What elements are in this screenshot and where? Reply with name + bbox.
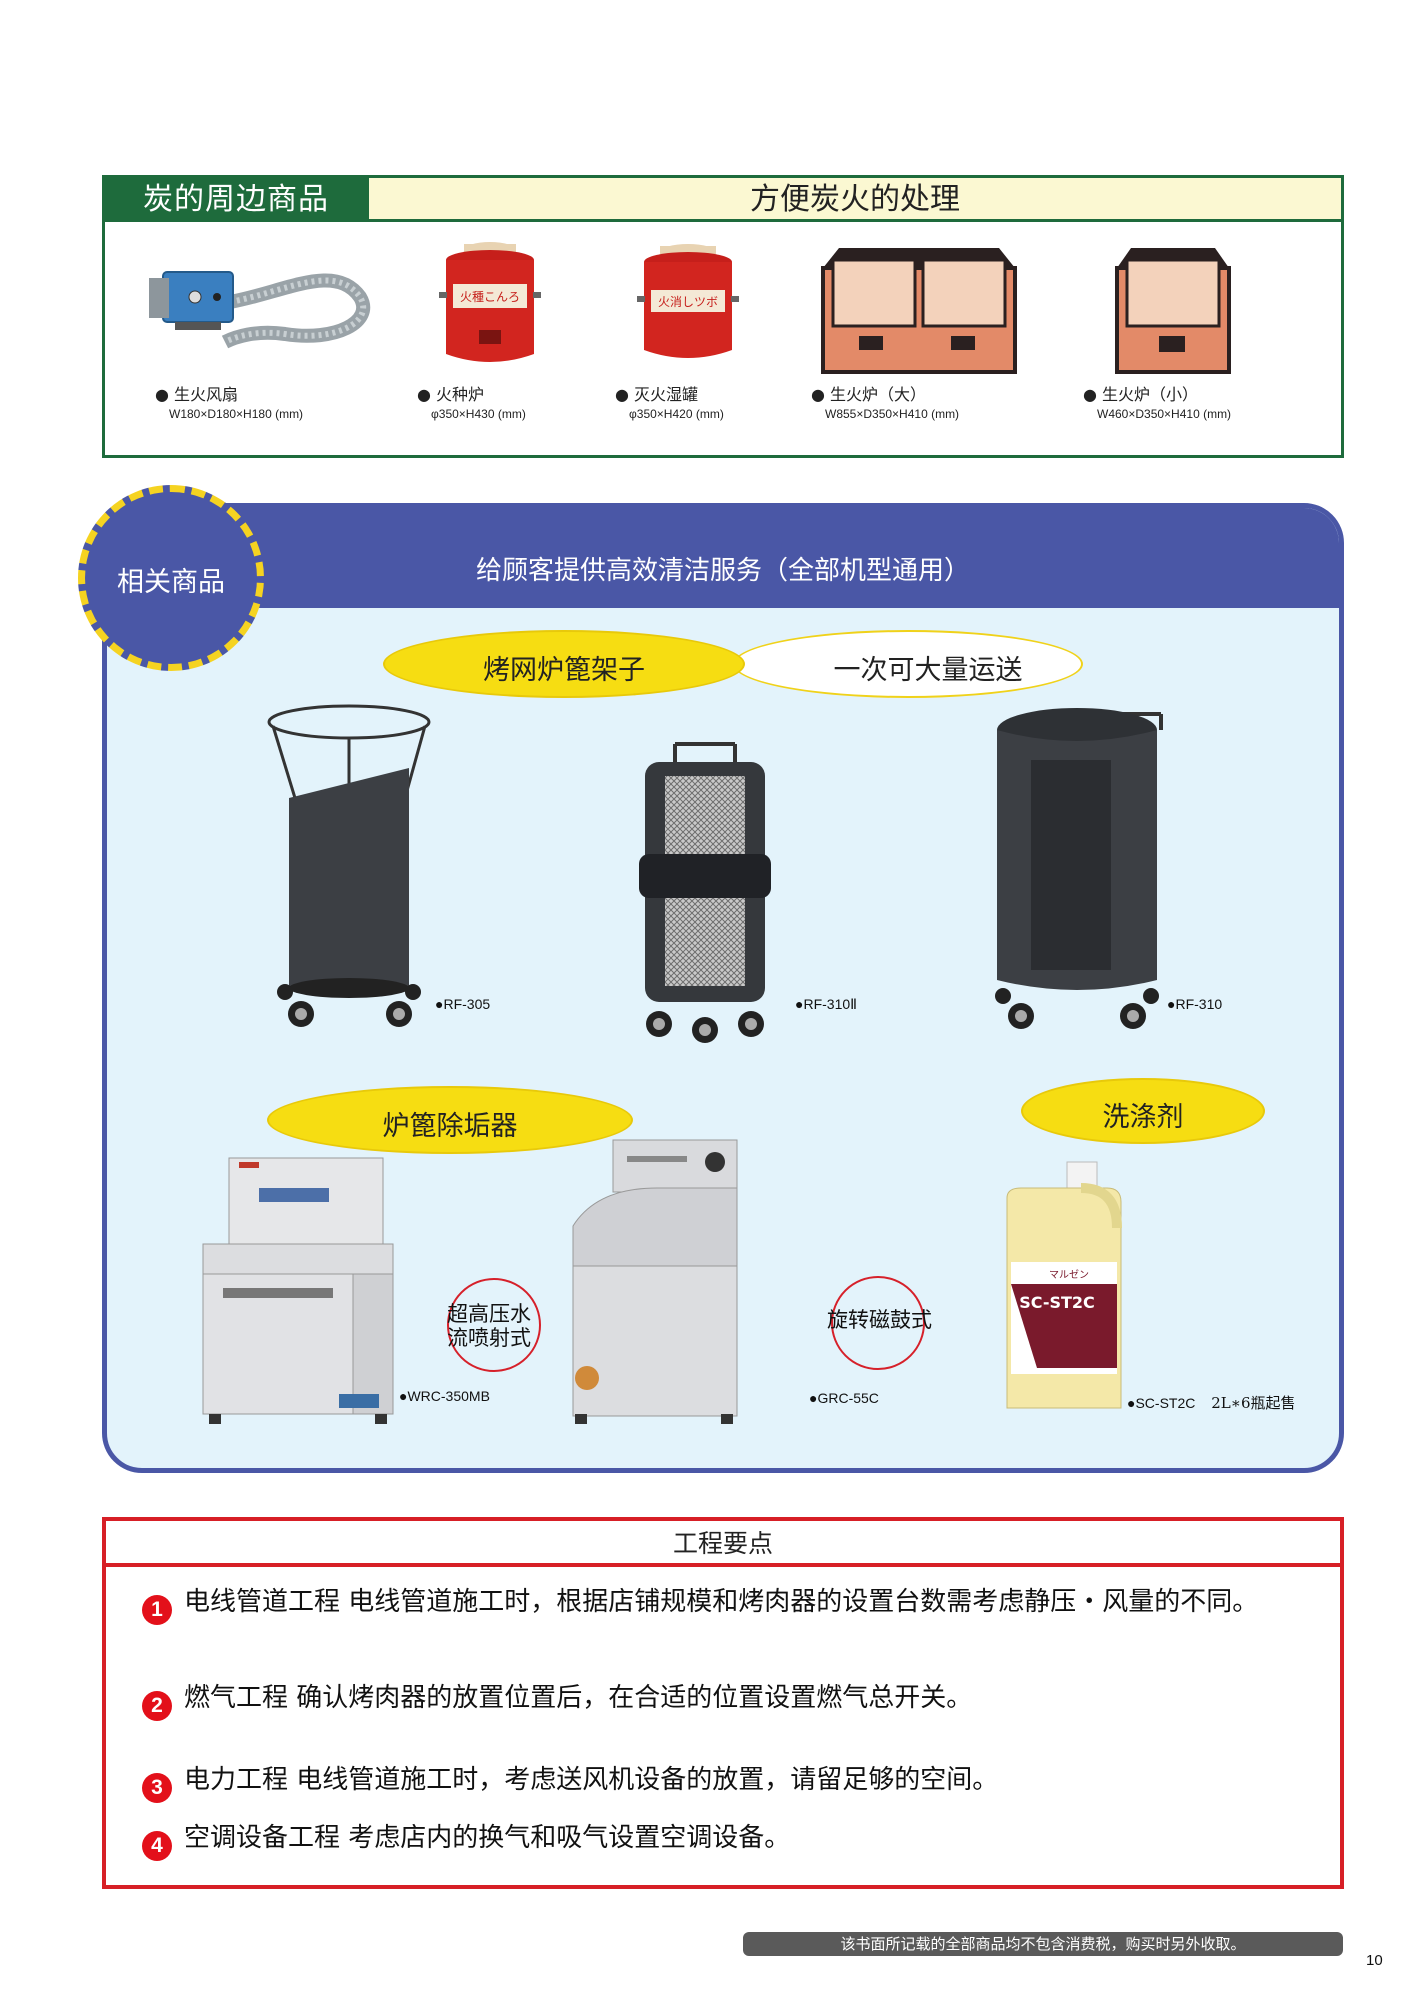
point-item: 4 空调设备工程 考虑店内的换气和吸气设置空调设备。 xyxy=(142,1823,1310,1861)
item-caption: ● 灭火湿罐 φ350×H420 (mm) xyxy=(615,385,724,422)
detergent-bottle-image: マルゼン SC-ST2C xyxy=(997,1158,1127,1422)
point-text: 空调设备工程 考虑店内的换气和吸气设置空调设备。 xyxy=(184,1823,791,1853)
rack-rf305-image xyxy=(259,698,439,1042)
rack-model-label: ●RF-305 xyxy=(435,996,491,1012)
item-caption: ● 生火风扇 W180×D180×H180 (mm) xyxy=(155,385,304,422)
bottle-brand: マルゼン xyxy=(1049,1269,1089,1281)
point-text: 电线管道工程 电线管道施工时，根据店铺规模和烤肉器的设置台数需考虑静压・风量的不… xyxy=(184,1587,1259,1617)
panel-title: 给顾客提供高效清洁服务（全部机型通用） xyxy=(475,556,970,586)
feature-text: 超高压水 流喷射式 xyxy=(447,1302,531,1350)
point-item: 3 电力工程 电线管道施工时，考虑送风机设备的放置，请留足够的空间。 xyxy=(142,1765,1310,1803)
feature-circle xyxy=(831,1276,925,1370)
item-dim: W180×D180×H180 (mm) xyxy=(169,407,304,421)
ember-pot-icon: 火種こんろ xyxy=(435,234,545,374)
item-dim: W460×D350×H410 (mm) xyxy=(1097,407,1232,421)
item-caption: ● 火种炉 φ350×H430 (mm) xyxy=(417,385,526,422)
rack-rf310-image xyxy=(991,700,1171,1044)
section-title: 工程要点 xyxy=(106,1521,1340,1567)
section-tab: 炭的周边商品 xyxy=(105,178,367,222)
point-item: 1 电线管道工程 电线管道施工时，根据店铺规模和烤肉器的设置台数需考虑静压・风量… xyxy=(142,1587,1310,1625)
rack-rf310ii-image xyxy=(635,736,775,1050)
feature-text: 旋转磁鼓式 xyxy=(827,1308,932,1332)
machine-model-label: ●WRC-350MB xyxy=(399,1388,490,1404)
rack-model-label: ●RF-310Ⅱ xyxy=(795,996,858,1012)
item-dim: φ350×H420 (mm) xyxy=(629,407,724,421)
detergent-pill: 洗涤剂 xyxy=(1021,1078,1265,1144)
item-name: 生火风扇 xyxy=(174,385,239,404)
point-text: 燃气工程 确认烤肉器的放置位置后，在合适的位置设置燃气总开关。 xyxy=(184,1683,973,1713)
construction-points-section: 工程要点 1 电线管道工程 电线管道施工时，根据店铺规模和烤肉器的设置台数需考虑… xyxy=(102,1517,1344,1889)
large-stove-icon xyxy=(819,228,1019,378)
panel-header-bar xyxy=(107,508,1339,608)
tax-note: 该书面所记载的全部商品均不包含消费税，购买时另外收取。 xyxy=(743,1932,1343,1956)
rack-model-label: ●RF-310 xyxy=(1167,996,1223,1012)
rack-pill: 烤网炉篦架子 xyxy=(383,630,745,698)
item-name: 灭火湿罐 xyxy=(634,385,699,404)
detergent-model-label: ●SC-ST2C 2L∗6瓶起售 xyxy=(1127,1394,1296,1412)
extinguish-jar-icon: 火消しツボ xyxy=(633,234,743,374)
machine-model-label: ●GRC-55C xyxy=(809,1390,879,1406)
bulk-transport-pill: 一次可大量运送 xyxy=(733,630,1083,698)
descaler-wrc350mb-image xyxy=(199,1148,399,1432)
point-number: 2 xyxy=(142,1691,172,1721)
item-caption: ● 生火炉（大） W855×D350×H410 (mm) xyxy=(811,385,960,422)
descaler-pill: 炉篦除垢器 xyxy=(267,1086,633,1154)
charcoal-goods-section: 炭的周边商品 方便炭火的处理 ● 生火风扇 W180×D180×H180 (mm… xyxy=(102,175,1344,458)
related-goods-badge: 相关商品 xyxy=(78,485,264,671)
item-name: 火种炉 xyxy=(436,385,485,404)
section-title: 方便炭火的处理 xyxy=(367,178,1341,222)
item-name: 生火炉（大） xyxy=(830,385,927,404)
small-stove-icon xyxy=(1113,228,1233,378)
item-caption: ● 生火炉（小） W460×D350×H410 (mm) xyxy=(1083,385,1232,422)
pot-label: 火消しツボ xyxy=(658,295,718,309)
descaler-grc55c-image xyxy=(567,1136,747,1430)
point-number: 4 xyxy=(142,1831,172,1861)
item-dim: φ350×H430 (mm) xyxy=(431,407,526,421)
pot-label: 火種こんろ xyxy=(460,290,520,304)
bottle-label: SC-ST2C xyxy=(1019,1293,1095,1312)
item-name: 生火炉（小） xyxy=(1102,385,1199,404)
point-number: 1 xyxy=(142,1595,172,1625)
item-dim: W855×D350×H410 (mm) xyxy=(825,407,960,421)
point-item: 2 燃气工程 确认烤肉器的放置位置后，在合适的位置设置燃气总开关。 xyxy=(142,1683,1310,1721)
point-text: 电力工程 电线管道施工时，考虑送风机设备的放置，请留足够的空间。 xyxy=(184,1765,999,1795)
related-goods-panel: 给顾客提供高效清洁服务（全部机型通用） 一次可大量运送 烤网炉篦架子 炉篦除垢器… xyxy=(102,503,1344,1473)
page-number: 10 xyxy=(1366,1952,1383,1969)
blower-icon xyxy=(135,242,375,362)
feature-circle xyxy=(447,1278,541,1372)
point-number: 3 xyxy=(142,1773,172,1803)
